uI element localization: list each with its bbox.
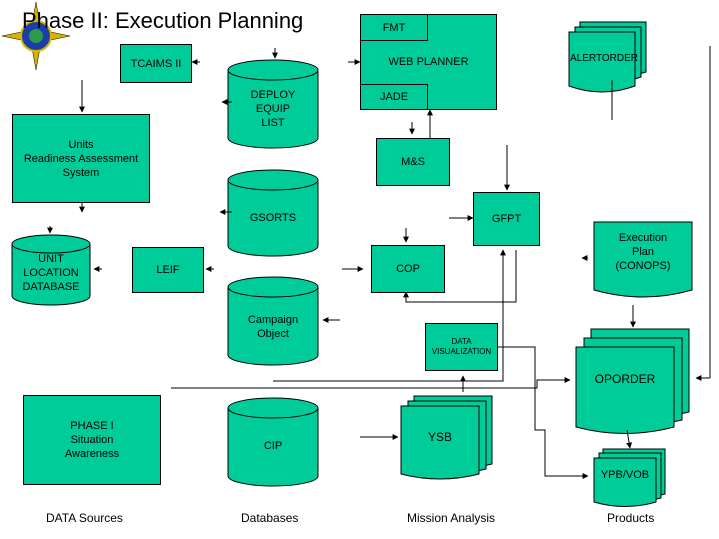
deploy-equip-cylinder xyxy=(227,59,319,149)
units-readiness-box[interactable]: Units Readiness Assessment System xyxy=(12,114,150,203)
gsorts-label[interactable]: GSORTS xyxy=(249,212,297,224)
campaign-object-label[interactable]: Campaign Object xyxy=(228,313,318,341)
footer-databases: Databases xyxy=(241,511,299,525)
campaign-object-line-1: Campaign xyxy=(247,314,299,326)
cop-box[interactable]: COP xyxy=(371,245,445,293)
gsorts-cylinder xyxy=(227,169,319,257)
campaign-object-cylinder xyxy=(227,276,319,366)
ypb-vob-label[interactable]: YPB/VOB xyxy=(600,469,650,481)
phase1-line-1: PHASE I xyxy=(70,420,114,432)
data-visualization-line-1: DATA xyxy=(451,337,472,346)
leif-label: LEIF xyxy=(156,264,180,276)
fmt-label: FMT xyxy=(382,21,406,34)
execution-plan-line-1: Execution xyxy=(618,232,668,244)
footer-data-sources: DATA Sources xyxy=(46,511,123,525)
footer-mission-analysis: Mission Analysis xyxy=(407,511,496,525)
unit-location-cylinder xyxy=(11,234,91,306)
unit-location-line-1: UNIT xyxy=(38,253,64,265)
execution-plan-line-2: Plan xyxy=(631,246,655,258)
tcaims-label: TCAIMS II xyxy=(130,57,182,70)
leif-box[interactable]: LEIF xyxy=(132,247,204,293)
tcaims-box[interactable]: TCAIMS II xyxy=(120,44,192,83)
ysb-label[interactable]: YSB xyxy=(427,430,452,444)
units-readiness-line-2: Readiness Assessment xyxy=(23,152,139,165)
footer-products: Products xyxy=(607,511,655,525)
execution-plan-doc xyxy=(593,221,693,298)
execution-plan-label[interactable]: Execution Plan (CONOPS) xyxy=(594,231,692,273)
gfpt-box[interactable]: GFPT xyxy=(473,192,540,246)
campaign-object-line-2: Object xyxy=(257,328,289,340)
oporder-label[interactable]: OPORDER xyxy=(594,372,656,386)
unit-location-line-3: DATABASE xyxy=(22,281,80,293)
deploy-equip-line-3: LIST xyxy=(261,117,285,129)
jade-label: JADE xyxy=(379,91,409,103)
gfpt-label: GFPT xyxy=(491,213,522,225)
ms-label: M&S xyxy=(401,156,425,168)
cop-label: COP xyxy=(396,263,420,275)
data-visualization-box[interactable]: DATA VISUALIZATION xyxy=(425,323,498,371)
units-readiness-line-3: System xyxy=(62,166,100,179)
units-readiness-line-1: Units xyxy=(68,138,94,151)
ypb-vob-stack xyxy=(593,448,666,507)
ms-box[interactable]: M&S xyxy=(376,138,450,186)
phase1-box[interactable]: PHASE I Situation Awareness xyxy=(23,395,161,485)
cip-cylinder xyxy=(227,397,319,487)
unit-location-line-2: LOCATION xyxy=(23,267,79,279)
execution-plan-line-3: (CONOPS) xyxy=(615,260,671,272)
unit-location-label[interactable]: UNIT LOCATION DATABASE xyxy=(12,252,90,294)
cip-label[interactable]: CIP xyxy=(263,440,283,452)
jade-box[interactable]: JADE xyxy=(360,84,428,110)
deploy-equip-label[interactable]: DEPLOY EQUIP LIST xyxy=(228,88,318,130)
phase1-line-3: Awareness xyxy=(64,448,120,460)
phase1-line-2: Situation xyxy=(70,434,114,446)
ysb-stack xyxy=(400,395,493,480)
fmt-box[interactable]: FMT xyxy=(360,14,428,41)
alert-order-stack xyxy=(568,21,647,93)
deploy-equip-line-1: DEPLOY xyxy=(250,89,296,101)
emblem-icon xyxy=(1,1,71,71)
data-visualization-line-2: VISUALIZATION xyxy=(431,347,492,356)
connectors xyxy=(47,46,711,479)
oporder-stack xyxy=(575,328,690,434)
page-title: Phase II: Execution Planning xyxy=(22,8,304,33)
alert-order-label[interactable]: ALERTORDER xyxy=(570,53,638,64)
web-planner-label: WEB PLANNER xyxy=(388,56,469,68)
deploy-equip-line-2: EQUIP xyxy=(255,103,291,115)
